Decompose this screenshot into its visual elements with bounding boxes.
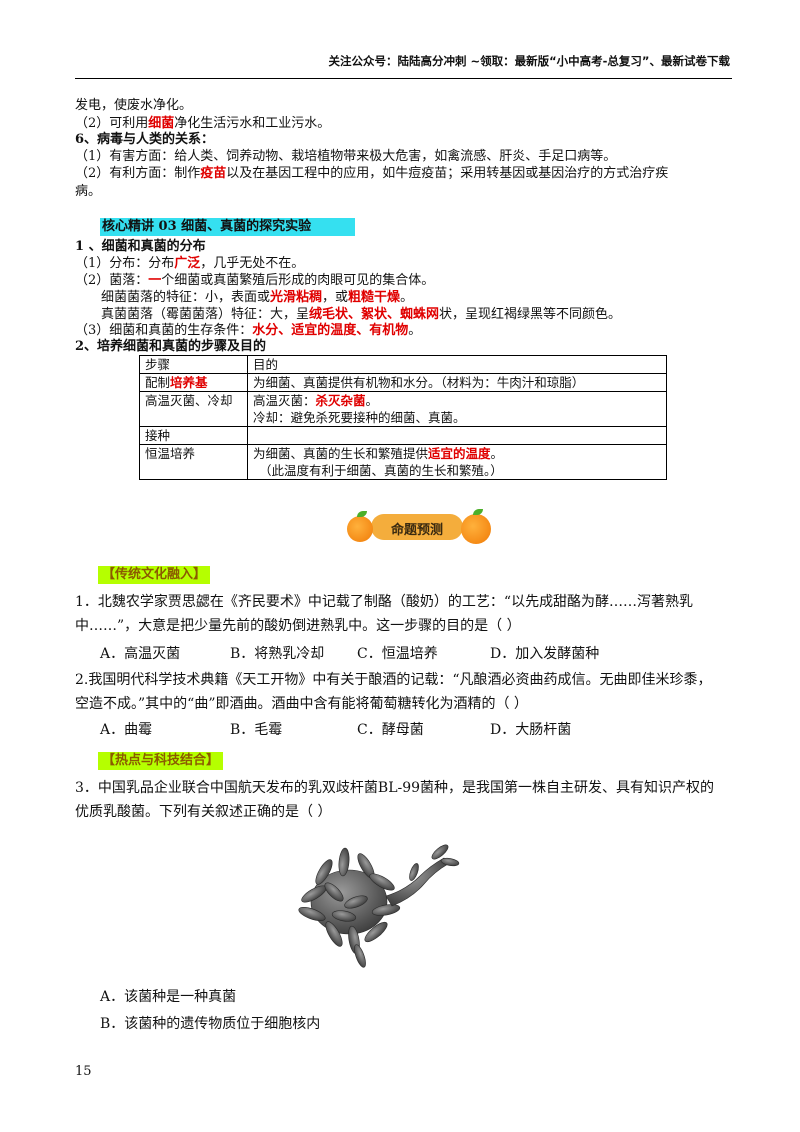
question-line: 中……”，大意是把少量先前的酸奶倒进熟乳中。这一步骤的目的是（ ）	[75, 618, 521, 634]
table-cell: 高温灭菌：杀灭杂菌。冷却：避免杀死要接种的细菌、真菌。	[247, 391, 667, 427]
table-header-cell: 步骤	[139, 355, 248, 374]
orange-icon	[461, 514, 491, 544]
section-title: 核心精讲 03 细菌、真菌的探究实验	[102, 219, 312, 234]
text-line: （2）可利用细菌净化生活污水和工业污水。	[75, 116, 331, 131]
table-row: 高温灭菌、冷却 高温灭菌：杀灭杂菌。冷却：避免杀死要接种的细菌、真菌。	[139, 391, 667, 427]
text-line: （2）有利方面：制作疫苗以及在基因工程中的应用，如牛痘疫苗；采用转基因或基因治疗…	[75, 166, 669, 181]
option-c[interactable]: C．酵母菌	[357, 722, 424, 738]
question-line: 2.我国明代科学技术典籍《天工开物》中有关于酿酒的记载：“凡酿酒必资曲药成信。无…	[75, 672, 712, 688]
table-row: 步骤 目的	[139, 355, 667, 374]
table-cell	[247, 426, 667, 445]
question-line: 1．北魏农学家贾思勰在《齐民要术》中记载了制酪（酸奶）的工艺：“以先成甜酪为酵……	[75, 594, 694, 610]
page-header: 关注公众号：陆陆高分冲刺 ~领取：最新版“小中高考-总复习”、最新试卷下载	[328, 54, 730, 68]
subheading: 1 、细菌和真菌的分布	[75, 239, 206, 254]
banner-label: 命题预测	[390, 523, 443, 538]
question-line: 优质乳酸菌。下列有关叙述正确的是（ ）	[75, 804, 332, 820]
leaf-icon	[357, 511, 367, 517]
page-number: 15	[75, 1064, 92, 1079]
leaf-icon	[473, 509, 483, 515]
option-a[interactable]: A．高温灭菌	[100, 646, 181, 662]
option-b[interactable]: B．该菌种的遗传物质位于细胞核内	[100, 1016, 321, 1032]
option-b[interactable]: B．毛霉	[230, 722, 283, 738]
table-row: 接种	[139, 426, 667, 445]
section-title-highlight	[100, 218, 355, 236]
header-rule	[75, 78, 732, 79]
prediction-banner: 命题预测	[343, 508, 491, 546]
subheading: 6、病毒与人类的关系：	[75, 132, 215, 147]
table-cell: 高温灭菌、冷却	[139, 391, 248, 427]
table-cell: 为细菌、真菌提供有机物和水分。（材料为：牛肉汁和琼脂）	[247, 373, 667, 392]
option-a[interactable]: A．该菌种是一种真菌	[100, 989, 237, 1005]
text-line: （3）细菌和真菌的生存条件：水分、适宜的温度、有机物。	[75, 323, 422, 338]
option-c[interactable]: C．恒温培养	[357, 646, 438, 662]
table-cell: 接种	[139, 426, 248, 445]
option-d[interactable]: D．加入发酵菌种	[490, 646, 600, 662]
table-cell: 恒温培养	[139, 444, 248, 480]
text-line: 真菌菌落（霉菌菌落）特征：大，呈绒毛状、絮状、蜘蛛网状，呈现红褐绿黑等不同颜色。	[101, 307, 622, 322]
option-a[interactable]: A．曲霉	[100, 722, 153, 738]
orange-icon	[347, 516, 373, 542]
table-row: 配制培养基 为细菌、真菌提供有机物和水分。（材料为：牛肉汁和琼脂）	[139, 373, 667, 392]
text-line: 病。	[75, 184, 102, 199]
table-cell: 为细菌、真菌的生长和繁殖提供适宜的温度。（此温度有利于细菌、真菌的生长和繁殖。）	[247, 444, 667, 480]
subheading: 2、培养细菌和真菌的步骤及目的	[75, 339, 267, 354]
question-line: 3．中国乳品企业联合中国航天发布的乳双歧杆菌BL-99菌种，是我国第一株自主研发…	[75, 780, 715, 796]
option-d[interactable]: D．大肠杆菌	[490, 722, 572, 738]
table-cell: 配制培养基	[139, 373, 248, 392]
question-line: 空造不成。”其中的“曲”即酒曲。酒曲中含有能将葡萄糖转化为酒精的（ ）	[75, 696, 528, 712]
culture-steps-table: 步骤 目的 配制培养基 为细菌、真菌提供有机物和水分。（材料为：牛肉汁和琼脂） …	[139, 355, 667, 480]
option-b[interactable]: B．将熟乳冷却	[230, 646, 325, 662]
text-line: （1）分布：分布广泛，几乎无处不在。	[75, 256, 305, 271]
text-line: 发电，使废水净化。	[75, 98, 193, 113]
category-tag: 【传统文化融入】	[98, 566, 211, 584]
banner-pill	[371, 514, 463, 540]
table-row: 恒温培养 为细菌、真菌的生长和繁殖提供适宜的温度。（此温度有利于细菌、真菌的生长…	[139, 444, 667, 480]
text-line: （1）有害方面：给人类、饲养动物、栽培植物带来极大危害，如禽流感、肝炎、手足口病…	[75, 149, 617, 164]
text-line: 细菌菌落的特征：小，表面或光滑粘稠，或粗糙干燥。	[101, 290, 414, 305]
bacteria-micrograph	[298, 844, 460, 968]
text-line: （2）菌落：一个细菌或真菌繁殖后形成的肉眼可见的集合体。	[75, 273, 435, 288]
category-tag: 【热点与科技结合】	[98, 752, 224, 770]
table-header-cell: 目的	[247, 355, 667, 374]
